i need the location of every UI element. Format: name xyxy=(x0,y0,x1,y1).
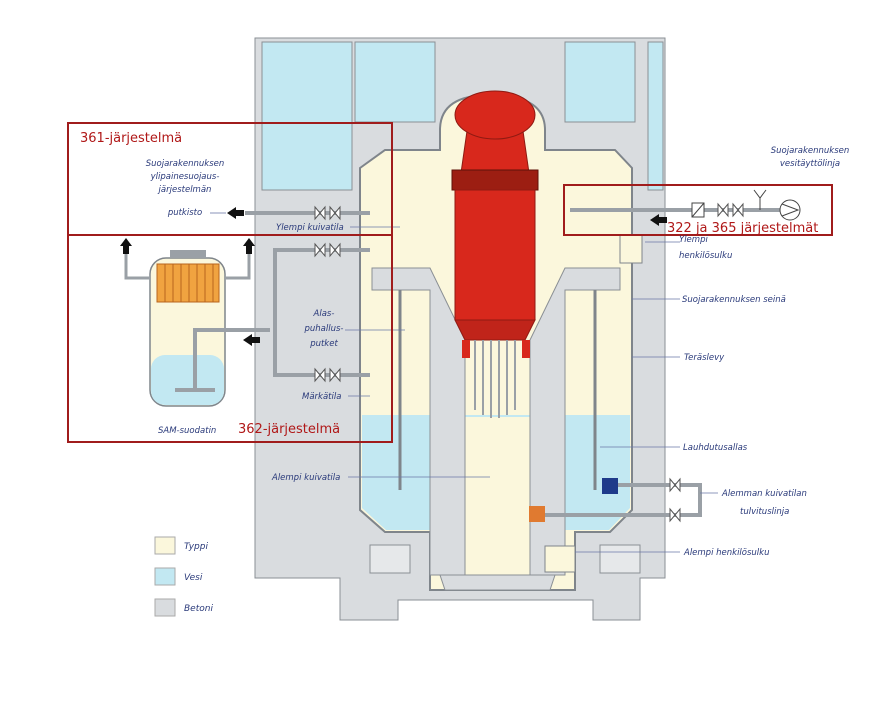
upper-drywell-label: Ylempi kuivatila xyxy=(276,223,344,233)
legend-label-water: Vesi xyxy=(184,573,203,583)
upper-airlock-label-1: Ylempi xyxy=(679,235,708,245)
vent-pipes xyxy=(124,254,251,280)
legend-label-nitrogen: Typpi xyxy=(184,542,208,552)
sprinkler-label-2: vesitäyttölinja xyxy=(780,159,840,169)
leader-lines xyxy=(210,212,718,553)
upper-airlock-label-2: henkilösulku xyxy=(679,251,732,261)
lower-flooding-label-2: tulvituslinja xyxy=(740,507,789,517)
containment-wall-label: Suojarakennuksen seinä xyxy=(682,295,786,305)
overpressure-label-4: putkisto xyxy=(167,208,202,218)
lower-flooding-label-1: Alemman kuivatilan xyxy=(721,489,807,499)
legend-swatch-water xyxy=(154,567,176,586)
downcomer-label-1: Alas- xyxy=(313,309,335,319)
sprinkler-label-1: Suojarakennuksen xyxy=(771,146,850,156)
frame-362 xyxy=(67,234,393,443)
overpressure-label-2: ylipainesuojaus- xyxy=(150,172,220,182)
lower-airlock-label: Alempi henkilösulku xyxy=(683,548,769,558)
label-322-365: 322 ja 365 järjestelmät xyxy=(667,221,818,236)
valves xyxy=(314,202,744,523)
pump-symbol xyxy=(691,189,801,221)
legend-swatch-nitrogen xyxy=(154,536,176,555)
downcomer-label-2: puhallus- xyxy=(304,324,344,334)
lower-drywell-label: Alempi kuivatila xyxy=(271,473,340,483)
label-362: 362-järjestelmä xyxy=(238,422,340,437)
legend-swatch-concrete xyxy=(154,598,176,617)
legend-label-concrete: Betoni xyxy=(184,604,213,614)
sam-filter-label: SAM-suodatin xyxy=(158,426,216,436)
wetwell-label: Märkätila xyxy=(302,392,341,402)
overpressure-label-3: järjestelmän xyxy=(158,185,212,195)
condensation-pool-label: Lauhdutusallas xyxy=(683,443,748,453)
hatches xyxy=(529,234,643,573)
overpressure-label-1: Suojarakennuksen xyxy=(146,159,225,169)
steel-liner-label: Teräslevy xyxy=(684,353,725,363)
sam-filter-vessel xyxy=(149,250,270,407)
legend: Typpi Vesi Betoni xyxy=(154,536,213,617)
frame-322-365 xyxy=(563,184,833,236)
downcomer-label-3: putket xyxy=(309,339,338,349)
flow-arrows xyxy=(120,207,667,346)
reactor-vessel xyxy=(451,90,539,418)
label-361: 361-järjestelmä xyxy=(80,131,182,146)
annotation-frames xyxy=(67,122,833,443)
